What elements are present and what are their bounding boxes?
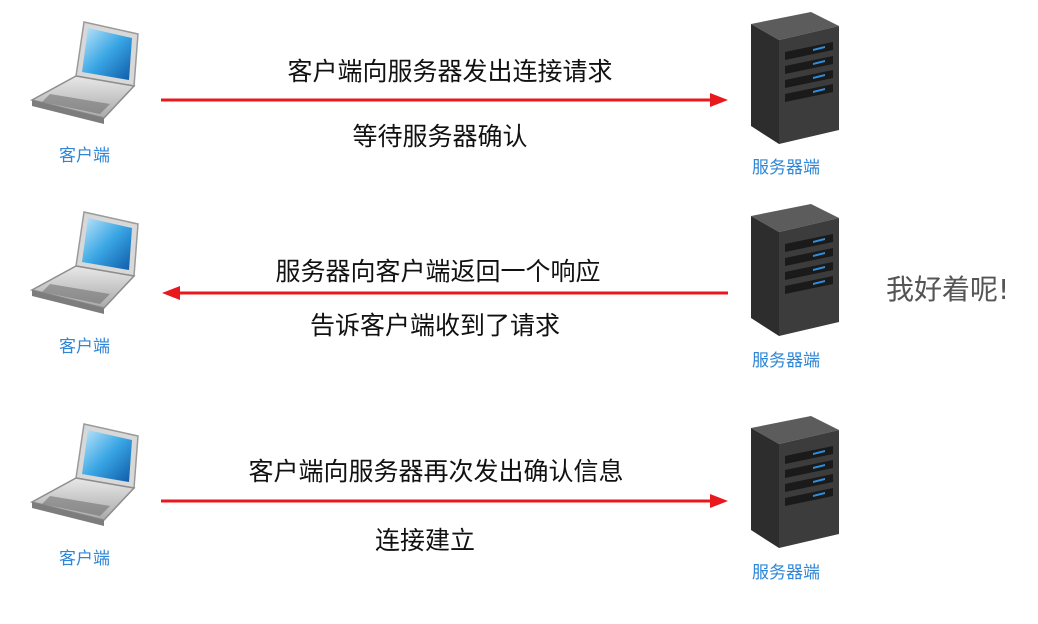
server-label: 服务器端 bbox=[752, 158, 820, 178]
step3-bottom-text: 连接建立 bbox=[374, 526, 475, 555]
server-tower-icon bbox=[745, 416, 841, 548]
step1-bottom-text: 等待服务器确认 bbox=[352, 122, 528, 151]
step1-arrow-to-server bbox=[161, 93, 728, 107]
step2-arrow-to-client bbox=[162, 286, 728, 300]
client-label: 客户端 bbox=[59, 549, 110, 569]
step1-top-text: 客户端向服务器发出连接请求 bbox=[287, 57, 613, 86]
server-label: 服务器端 bbox=[752, 351, 820, 371]
step3-arrow-to-server bbox=[161, 494, 728, 508]
client-laptop-icon bbox=[26, 20, 142, 128]
client-label: 客户端 bbox=[59, 337, 110, 357]
step2-top-text: 服务器向客户端返回一个响应 bbox=[275, 257, 601, 286]
server-tower-icon bbox=[745, 12, 841, 144]
client-laptop-icon bbox=[26, 422, 142, 530]
server-label: 服务器端 bbox=[752, 563, 820, 583]
step3-top-text: 客户端向服务器再次发出确认信息 bbox=[248, 457, 624, 486]
side-note: 我好着呢! bbox=[886, 273, 1010, 306]
client-laptop-icon bbox=[26, 210, 142, 318]
server-tower-icon bbox=[745, 204, 841, 336]
step2-bottom-text: 告诉客户端收到了请求 bbox=[309, 311, 560, 340]
client-label: 客户端 bbox=[59, 146, 110, 166]
